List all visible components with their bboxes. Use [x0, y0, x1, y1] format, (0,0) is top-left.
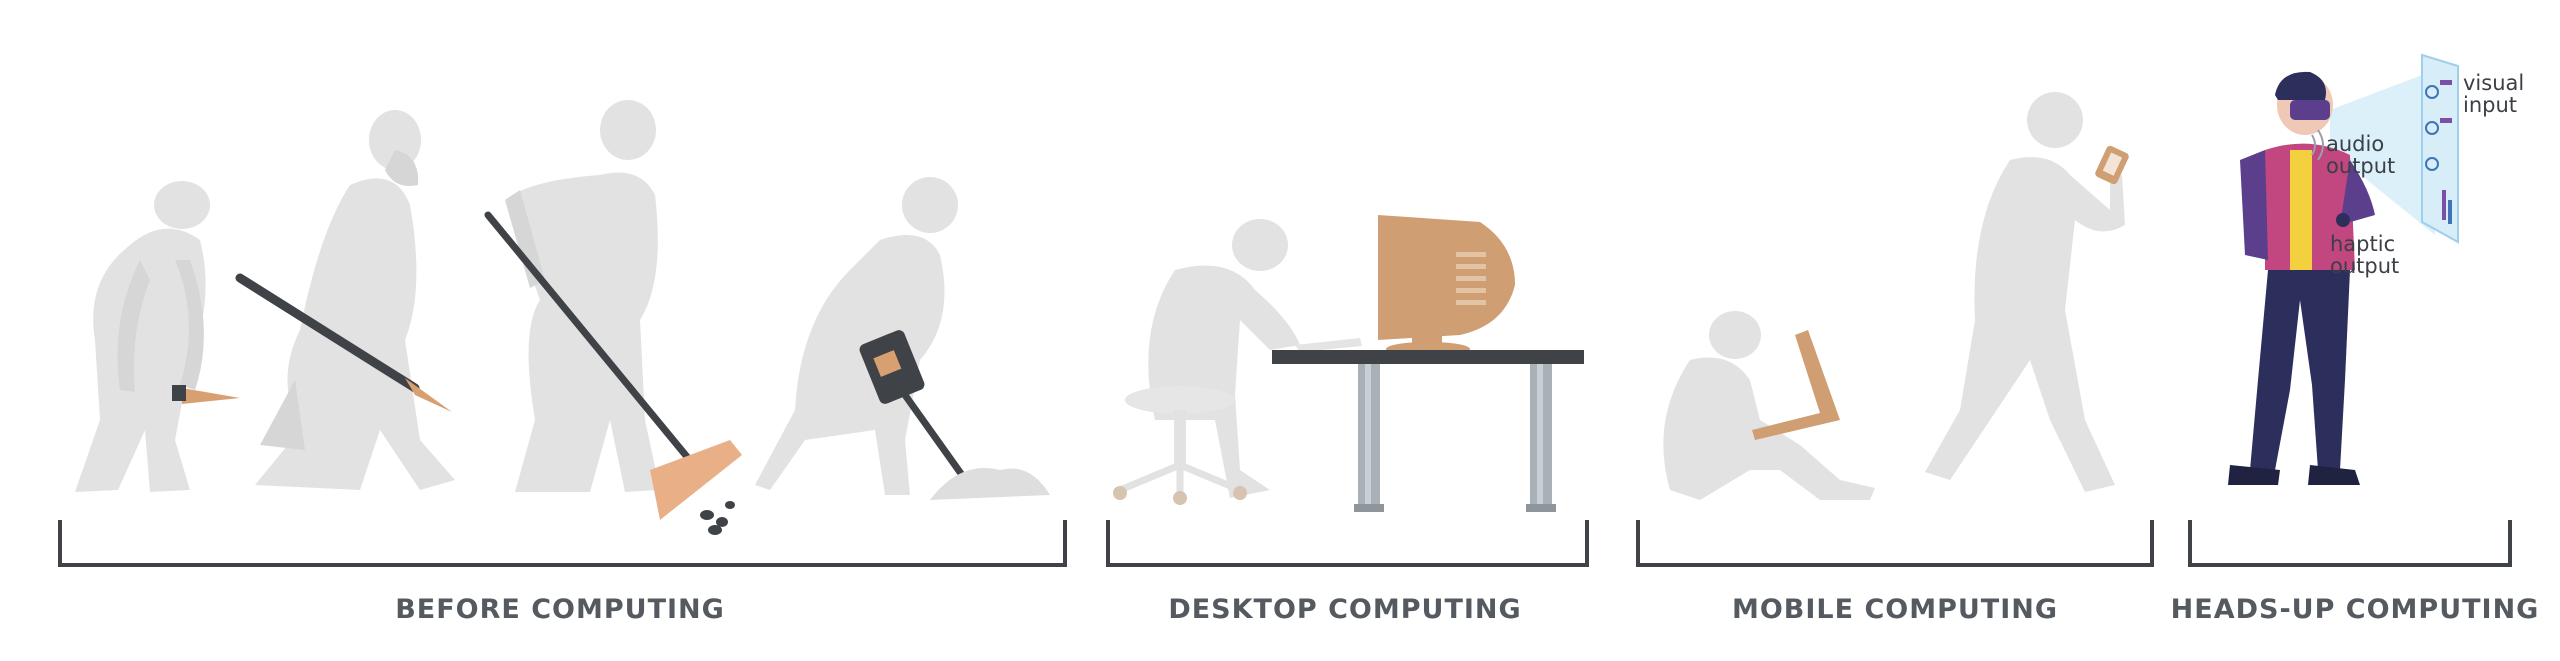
- annotation-visual-input: visual input: [2463, 71, 2525, 117]
- stone-knife-icon: [182, 388, 240, 404]
- era-label-mobile-computing: MOBILE COMPUTING: [1731, 594, 2059, 625]
- broom-head-icon: [650, 440, 742, 520]
- broom-handle-icon: [484, 211, 692, 462]
- caveman-figure: [255, 110, 455, 491]
- bracket-before-computing: [58, 520, 1067, 567]
- annotation-audio-output: audio output: [2326, 132, 2396, 178]
- walking-phone-figure: [1925, 92, 2125, 492]
- rubble-icon: [930, 468, 1050, 500]
- bracket-mobile-computing: [1636, 520, 2154, 567]
- haptic-ring-icon: [2336, 213, 2350, 227]
- annotation-haptic-output: haptic output: [2330, 232, 2400, 278]
- worker-figure: [755, 177, 958, 495]
- era-label-heads-up-computing: HEADS-UP COMPUTING: [2170, 594, 2540, 625]
- bracket-heads-up-computing: [2188, 520, 2512, 567]
- laptop-icon: [1752, 330, 1840, 440]
- desk-worker-figure: [1148, 219, 1300, 498]
- vr-user-figure: [2228, 71, 2375, 485]
- keyboard-icon: [1295, 338, 1362, 352]
- bracket-desktop-computing: [1106, 520, 1589, 567]
- office-chair-icon: [1113, 386, 1247, 505]
- ape-figure: [75, 181, 210, 493]
- crt-monitor-icon: [1378, 215, 1515, 356]
- spear-shaft-icon: [235, 273, 420, 393]
- sweeper-figure: [505, 100, 660, 492]
- era-brackets: [58, 520, 2512, 567]
- era-label-desktop-computing: DESKTOP COMPUTING: [1168, 594, 1522, 625]
- era-label-before-computing: BEFORE COMPUTING: [395, 594, 725, 625]
- debris-icon: [700, 501, 735, 535]
- floating-screen-icon: [2421, 53, 2459, 244]
- desk-icon: [1272, 350, 1584, 512]
- audio-waves-icon: [2311, 129, 2324, 161]
- sitting-laptop-figure: [1663, 311, 1875, 500]
- spear-tip-icon: [405, 378, 452, 412]
- projection-beam: [2330, 70, 2435, 235]
- headset-icon: [2290, 100, 2330, 120]
